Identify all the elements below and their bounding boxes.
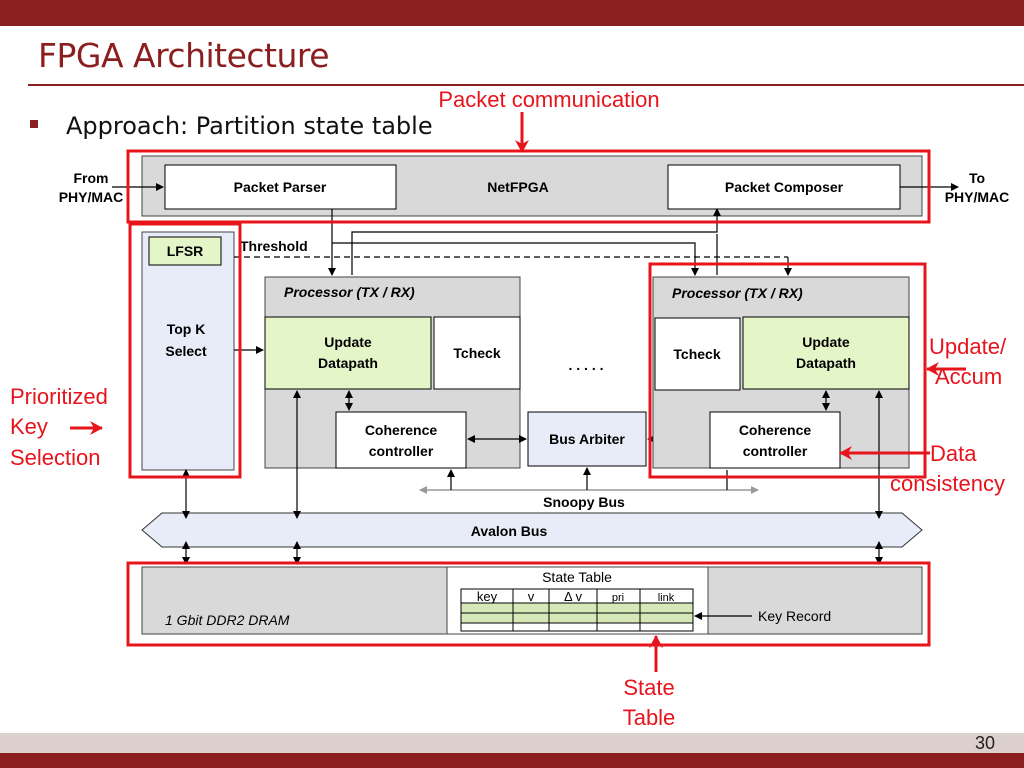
update-accum-annotation-line1: Update/ <box>929 334 1007 359</box>
left-coherence-block <box>335 411 467 469</box>
snoopy-bus-label: Snoopy Bus <box>543 494 625 510</box>
state-table-annotation-line2: Table <box>623 705 676 730</box>
footer-bar-light <box>0 733 1024 753</box>
right-coherence-block <box>709 411 841 469</box>
key-record-label: Key Record <box>758 608 831 624</box>
prioritized-annotation-line1: Prioritized <box>10 384 108 409</box>
topk-label-line1: Top K <box>167 321 206 337</box>
state-table-col-delta-v: Δ v <box>564 589 583 604</box>
top-bar <box>0 0 1024 26</box>
right-update-label-line2: Datapath <box>796 355 856 371</box>
netfpga-label: NetFPGA <box>487 179 548 195</box>
state-table-col-v: v <box>528 589 535 604</box>
left-update-label-line1: Update <box>324 334 372 350</box>
prioritized-annotation-line3: Selection <box>10 445 101 470</box>
footer-bar-dark <box>0 753 1024 768</box>
to-label-line1: To <box>969 170 985 186</box>
state-table-row-1 <box>460 602 694 614</box>
right-update-label-line1: Update <box>802 334 850 350</box>
right-processor-label: Processor (TX / RX) <box>672 285 803 301</box>
left-coherence-label-line2: controller <box>369 443 434 459</box>
slide-title: FPGA Architecture <box>38 36 330 75</box>
packet-composer-label: Packet Composer <box>725 179 844 195</box>
left-tcheck-block <box>433 316 521 390</box>
left-tcheck-label: Tcheck <box>453 345 500 361</box>
lfsr-block <box>148 236 222 266</box>
right-tcheck-block <box>654 317 741 391</box>
dram-label: 1 Gbit DDR2 DRAM <box>165 612 290 628</box>
right-update-datapath-block <box>742 316 910 390</box>
from-label-line2: PHY/MAC <box>59 189 124 205</box>
to-label-line2: PHY/MAC <box>945 189 1010 205</box>
highlight-dram <box>126 561 931 647</box>
left-coherence-label-line1: Coherence <box>365 422 438 438</box>
page-number: 30 <box>975 733 996 753</box>
highlight-right-processor <box>648 262 927 479</box>
right-coherence-label-line2: controller <box>743 443 808 459</box>
highlight-topk <box>128 222 242 479</box>
state-table-box-label: State Table <box>542 569 612 585</box>
state-table-col-link: link <box>658 592 675 604</box>
state-table-row-2 <box>460 612 694 624</box>
right-coherence-label-line1: Coherence <box>739 422 812 438</box>
data-consistency-annotation-line1: Data <box>930 441 977 466</box>
from-label-line1: From <box>74 170 109 186</box>
left-processor-label: Processor (TX / RX) <box>284 284 415 300</box>
state-table-col-pri: pri <box>612 592 624 604</box>
parser-to-right-processor <box>332 242 699 276</box>
more-processors-ellipsis: . . . . . <box>568 357 603 373</box>
topk-label-line2: Select <box>165 343 207 359</box>
left-update-label-line2: Datapath <box>318 355 378 371</box>
threshold-label: Threshold <box>240 238 308 254</box>
bus-arbiter-label: Bus Arbiter <box>549 431 625 447</box>
packet-parser-label: Packet Parser <box>234 179 327 195</box>
packet-parser-block <box>164 164 397 210</box>
packet-communication-annotation: Packet communication <box>438 87 659 112</box>
avalon-bus <box>141 512 923 548</box>
bullet-marker <box>30 120 38 128</box>
bullet-text: Approach: Partition state table <box>66 112 433 140</box>
prioritized-annotation-line2: Key <box>10 414 48 439</box>
state-table-col-key: key <box>477 589 498 604</box>
bus-arbiter-block <box>527 411 647 467</box>
left-update-datapath-block <box>264 316 432 390</box>
data-consistency-annotation-line2: consistency <box>890 471 1005 496</box>
title-rule <box>28 84 1024 86</box>
avalon-bus-label: Avalon Bus <box>471 523 548 539</box>
state-table-row-3 <box>460 622 694 632</box>
lfsr-label: LFSR <box>167 243 204 259</box>
right-tcheck-label: Tcheck <box>673 346 720 362</box>
state-table-annotation-line1: State <box>623 675 674 700</box>
